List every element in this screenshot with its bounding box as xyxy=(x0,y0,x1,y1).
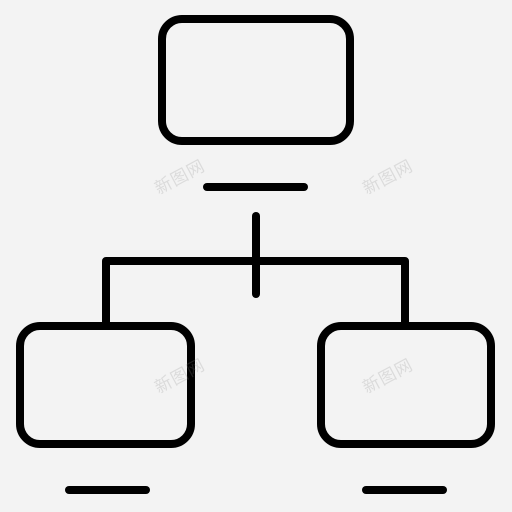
top-monitor-screen-icon xyxy=(158,15,354,145)
left-monitor-screen-icon xyxy=(16,322,195,448)
icon-strokes xyxy=(16,15,495,494)
branch-connector-line xyxy=(102,257,409,329)
right-monitor-screen-icon xyxy=(317,322,495,448)
